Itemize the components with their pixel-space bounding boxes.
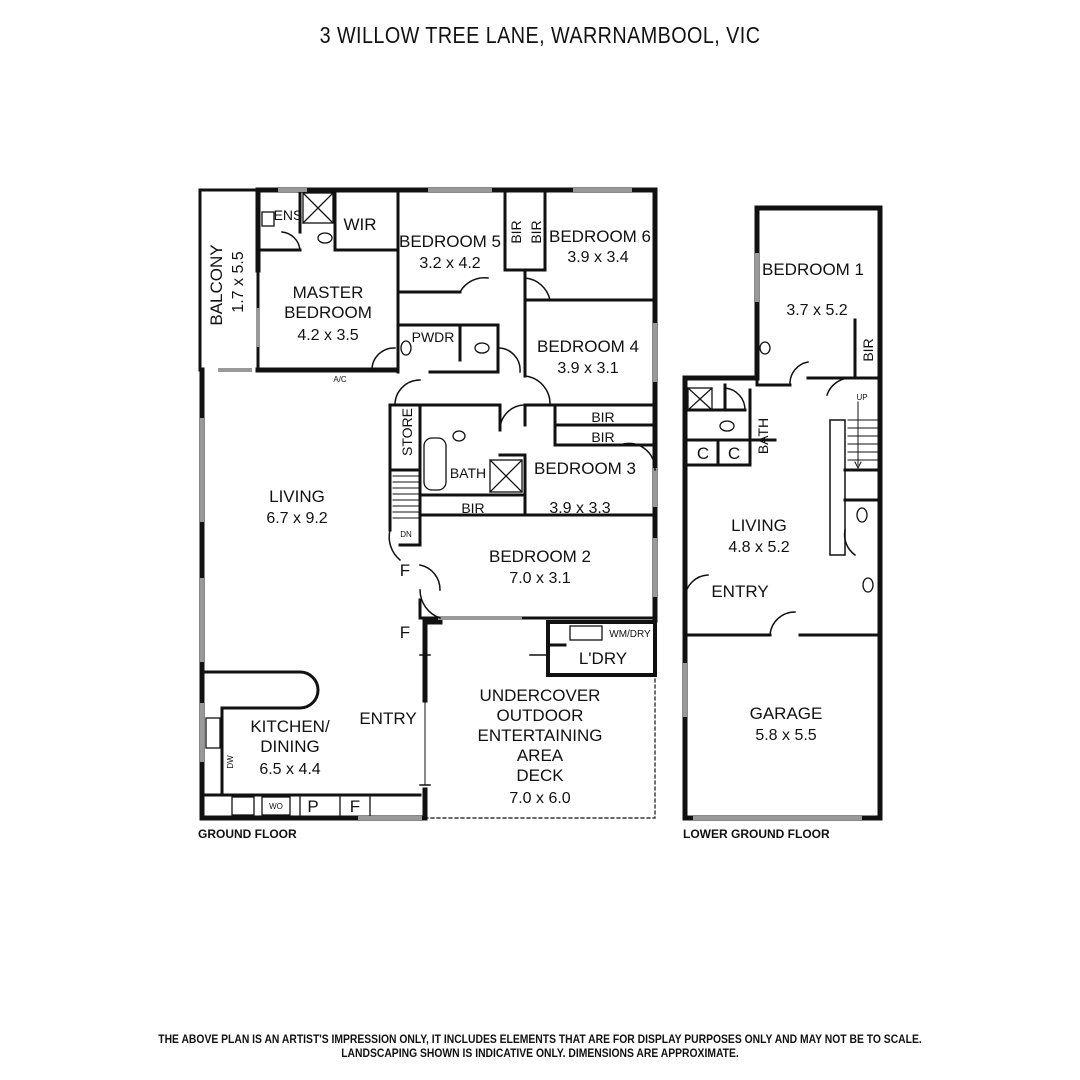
kitchen-label-2: DINING (260, 737, 320, 756)
pwdr-label: PWDR (412, 329, 455, 345)
bedroom-3-dimensions: 3.9 x 3.3 (549, 500, 610, 517)
lower-ground-floor-label: LOWER GROUND FLOOR (683, 827, 830, 841)
bir-label-bed6: BIR (528, 220, 544, 243)
balcony-label: BALCONY (207, 244, 226, 325)
lower-living-dimensions: 4.8 x 5.2 (728, 539, 789, 556)
laundry-label: L'DRY (579, 649, 627, 668)
disclaimer-line-2: LANDSCAPING SHOWN IS INDICATIVE ONLY. DI… (341, 1048, 739, 1060)
master-bedroom-dimensions: 4.2 x 3.5 (297, 327, 358, 344)
ens-label: ENS (274, 207, 303, 223)
lower-ground-doors (684, 361, 857, 636)
bedroom-6-label: BEDROOM 6 (549, 227, 651, 246)
bir-label-bed5: BIR (508, 220, 524, 243)
garage-dimensions: 5.8 x 5.5 (755, 727, 816, 744)
living-dimensions: 6.7 x 9.2 (266, 510, 327, 527)
cupboard-label-2: C (728, 444, 740, 463)
bir-label-bed1: BIR (860, 338, 876, 361)
bedroom-4-label: BEDROOM 4 (537, 337, 639, 356)
stairs-up-label: UP (856, 393, 867, 402)
wir-label: WIR (343, 215, 376, 234)
deck-outline (424, 674, 656, 819)
ground-floor-fixtures (205, 192, 603, 816)
deck-label-1: UNDERCOVER (480, 686, 601, 705)
bedroom-2-dimensions: 7.0 x 3.1 (509, 570, 570, 587)
deck-label-5: DECK (516, 766, 564, 785)
dishwasher-label: DW (226, 755, 235, 769)
deck-dimensions: 7.0 x 6.0 (509, 790, 570, 807)
ground-floor-windows (200, 188, 657, 820)
lower-ground-windows (683, 253, 862, 820)
kitchen-label-1: KITCHEN/ (250, 717, 330, 736)
bedroom-4-dimensions: 3.9 x 3.1 (557, 360, 618, 377)
bedroom-2-label: BEDROOM 2 (489, 547, 591, 566)
bedroom-3-label: BEDROOM 3 (534, 459, 636, 478)
fridge-label-1: F (400, 561, 410, 580)
master-bedroom-label-1: MASTER (293, 283, 364, 302)
bedroom-1-dimensions: 3.7 x 5.2 (786, 302, 847, 319)
bir-label-bed3: BIR (591, 429, 614, 445)
entry-label: ENTRY (359, 709, 416, 728)
bir-label-bed4: BIR (591, 409, 614, 425)
ground-floor-stairs (392, 469, 419, 519)
fridge-label-3: F (350, 797, 360, 816)
lower-living-label: LIVING (731, 516, 787, 535)
kitchen-dimensions: 6.5 x 4.4 (259, 761, 320, 778)
bedroom-6-dimensions: 3.9 x 3.4 (567, 249, 628, 266)
property-address-title: 3 WILLOW TREE LANE, WARRNAMBOOL, VIC (319, 22, 761, 48)
bedroom-5-dimensions: 3.2 x 4.2 (419, 255, 480, 272)
bedroom-1-label: BEDROOM 1 (762, 260, 864, 279)
disclaimer: THE ABOVE PLAN IS AN ARTIST'S IMPRESSION… (54, 1033, 1026, 1061)
disclaimer-line-1: THE ABOVE PLAN IS AN ARTIST'S IMPRESSION… (158, 1034, 922, 1046)
lower-entry-label: ENTRY (711, 582, 768, 601)
lower-ground-stairs (847, 401, 879, 470)
living-label: LIVING (269, 487, 325, 506)
garage-label: GARAGE (750, 704, 823, 723)
stairs-down-label: DN (400, 530, 412, 539)
bir-label-bed2: BIR (461, 500, 484, 516)
pantry-label: P (307, 797, 318, 816)
cupboard-label-1: C (697, 444, 709, 463)
fridge-label-2: F (400, 623, 410, 642)
ac-label: A/C (333, 375, 347, 384)
master-bedroom-label-2: BEDROOM (284, 303, 372, 322)
balcony-dimensions: 1.7 x 5.5 (230, 251, 247, 312)
ground-floor-label: GROUND FLOOR (198, 827, 297, 841)
deck-label-3: ENTERTAINING (478, 726, 603, 745)
wall-oven-label: WO (269, 802, 283, 811)
wm-dry-label: WM/DRY (609, 629, 651, 640)
ground-floor-doors (281, 231, 656, 786)
deck-label-2: OUTDOOR (497, 706, 584, 725)
store-label: STORE (399, 408, 415, 456)
bath-label: BATH (450, 465, 486, 481)
bedroom-5-label: BEDROOM 5 (399, 232, 501, 251)
lower-ground-fixtures (687, 341, 874, 593)
deck-label-4: AREA (517, 746, 564, 765)
lower-bath-label: BATH (755, 418, 771, 454)
